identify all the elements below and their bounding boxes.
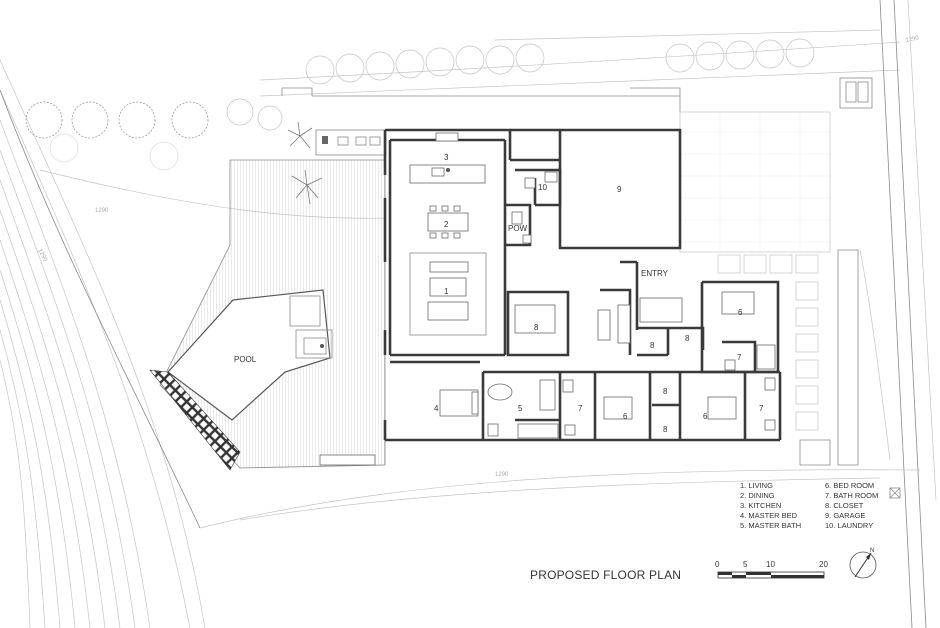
scale-tick-5: 5 [743,560,748,569]
legend: 1. LIVING 2. DINING 3. KITCHEN 4. MASTER… [740,481,878,530]
legend-item-2: 2. DINING [740,491,775,500]
north-arrow-icon: N [849,548,877,579]
room-label-bedroom-top: 6 [738,308,743,317]
room-label-kitchen: 3 [444,153,449,162]
legend-item-5: 5. MASTER BATH [740,521,801,530]
legend-item-6: 6. BED ROOM [825,481,874,490]
driveway-pavers [679,111,831,431]
topography-contours [0,59,206,628]
room-label-bed-1: 6 [623,412,628,421]
scale-tick-20: 20 [819,560,828,569]
room-label-pow: POW [508,224,528,233]
contour-label-1: 1290 [36,248,48,263]
room-label-garage: 9 [617,185,622,194]
room-label-closet-entry-2: 8 [685,334,690,343]
room-label-laundry: 10 [538,183,547,192]
contour-label-4: 1290 [905,35,920,44]
contour-label-3: 1290 [495,472,509,478]
drawing-title: PROPOSED FLOOR PLAN [530,568,681,582]
tree-row-left [25,101,209,171]
legend-item-8: 8. CLOSET [825,501,864,510]
room-label-bath-top: 7 [737,353,742,362]
furniture [409,132,776,439]
legend-item-3: 3. KITCHEN [740,501,781,510]
room-label-dining: 2 [444,220,449,229]
deck [149,121,387,471]
svg-text:N: N [870,548,874,554]
room-label-bed-2: 6 [703,412,708,421]
room-label-bath-2: 7 [759,404,764,413]
legend-item-4: 4. MASTER BED [740,511,798,520]
legend-item-7: 7. BATH ROOM [825,491,878,500]
room-label-pool: POOL [234,355,257,364]
room-label-closet-2: 8 [663,425,668,434]
road-edge [879,0,937,628]
room-labels: 3 2 1 10 POW 9 ENTRY 8 8 8 6 7 POOL 4 5 … [234,153,764,434]
scale-bar: 0 5 10 20 [715,560,828,579]
contour-label-2: 1290 [95,208,109,214]
room-label-master-bed: 4 [434,404,439,413]
tree-row [226,38,815,131]
room-label-closet-entry: 8 [650,341,655,350]
room-label-bath-1: 7 [578,404,583,413]
room-label-closet-core: 8 [534,323,539,332]
room-label-closet-1: 8 [663,387,668,396]
room-label-living: 1 [444,287,449,296]
legend-item-1: 1. LIVING [740,481,773,490]
scale-tick-0: 0 [715,560,720,569]
room-label-master-bath: 5 [518,404,523,413]
legend-item-9: 9. GARAGE [825,511,865,520]
palm-tree-icon [287,121,323,205]
legend-item-10: 10. LAUNDRY [825,521,873,530]
scale-tick-10: 10 [766,560,775,569]
room-label-entry: ENTRY [641,269,669,278]
pool-tile-band [149,369,241,471]
